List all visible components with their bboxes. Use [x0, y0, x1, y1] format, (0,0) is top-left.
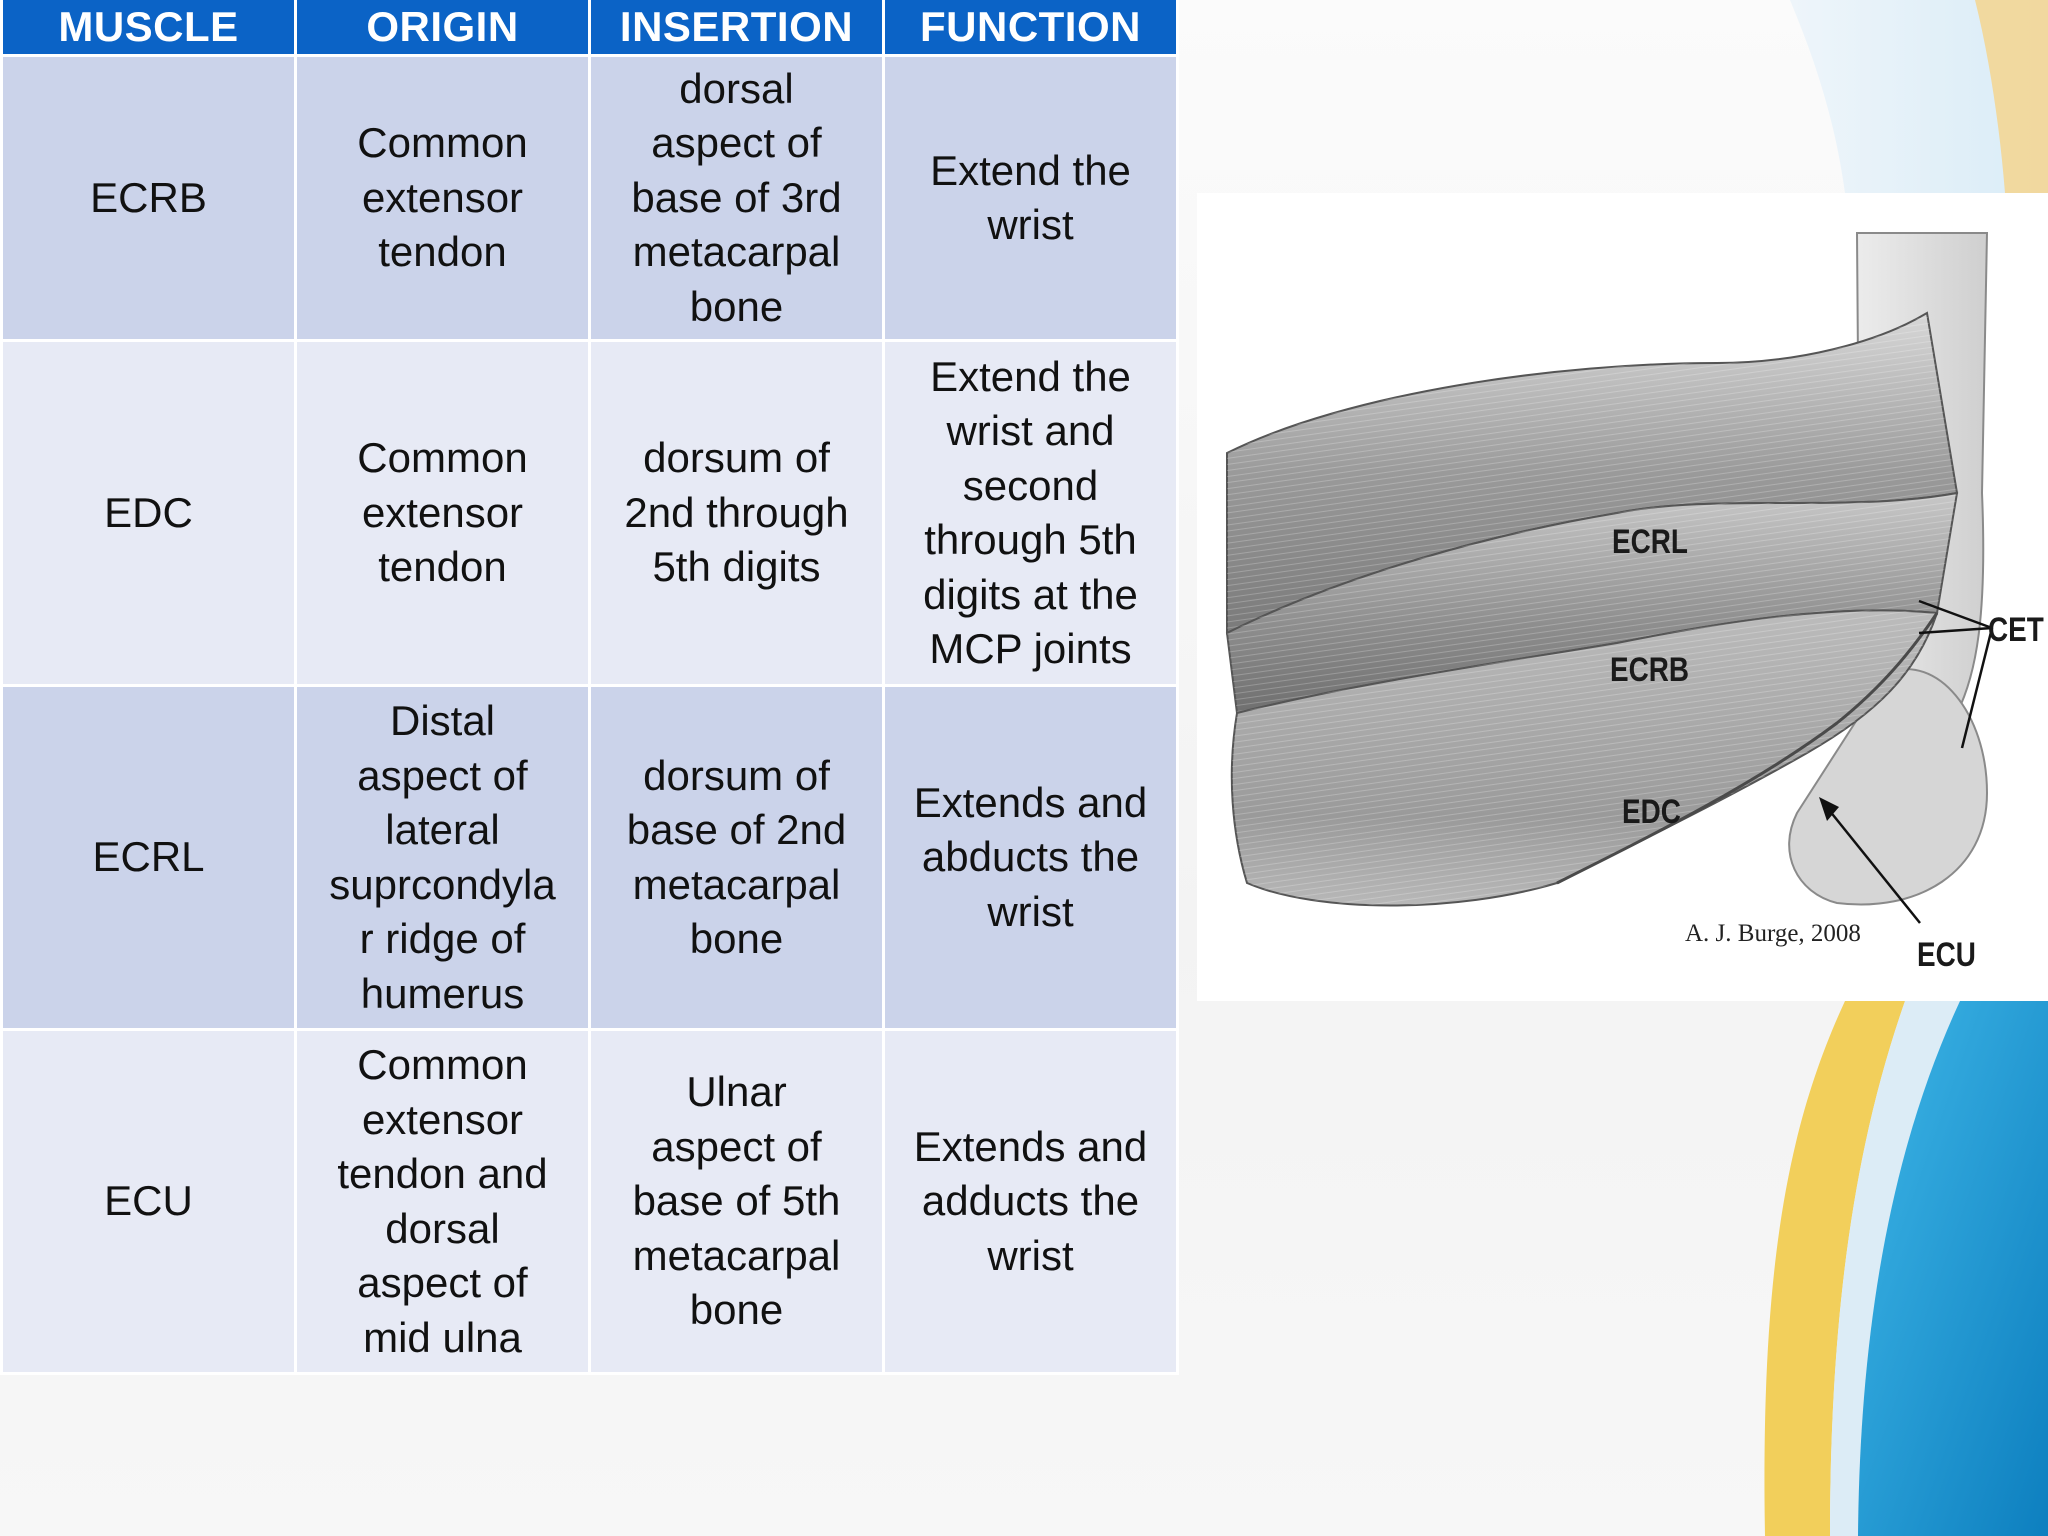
label-ecrb: ECRB — [1610, 651, 1690, 689]
muscle-table: MUSCLE ORIGIN INSERTION FUNCTION ECRB Co… — [0, 0, 1179, 1375]
label-cet: CET — [1988, 611, 2044, 649]
label-ecu: ECU — [1917, 936, 1976, 974]
cell-muscle: ECRB — [0, 54, 297, 342]
illustration-drawing — [1225, 232, 1994, 924]
header-insertion: INSERTION — [588, 0, 885, 57]
table-header-row: MUSCLE ORIGIN INSERTION FUNCTION — [0, 0, 1179, 57]
cell-muscle: EDC — [0, 339, 297, 687]
cell-muscle: ECRL — [0, 684, 297, 1031]
label-edc: EDC — [1622, 793, 1681, 831]
header-function: FUNCTION — [882, 0, 1179, 57]
label-ecrl: ECRL — [1612, 523, 1688, 561]
forearm-extensor-illustration: ECRL ECRB EDC CET ECU A. J. Burge, 2008 — [1197, 193, 2048, 1001]
cell-muscle: ECU — [0, 1028, 297, 1375]
illustration-credit: A. J. Burge, 2008 — [1685, 920, 1861, 947]
header-muscle: MUSCLE — [0, 0, 297, 57]
header-origin: ORIGIN — [294, 0, 591, 57]
